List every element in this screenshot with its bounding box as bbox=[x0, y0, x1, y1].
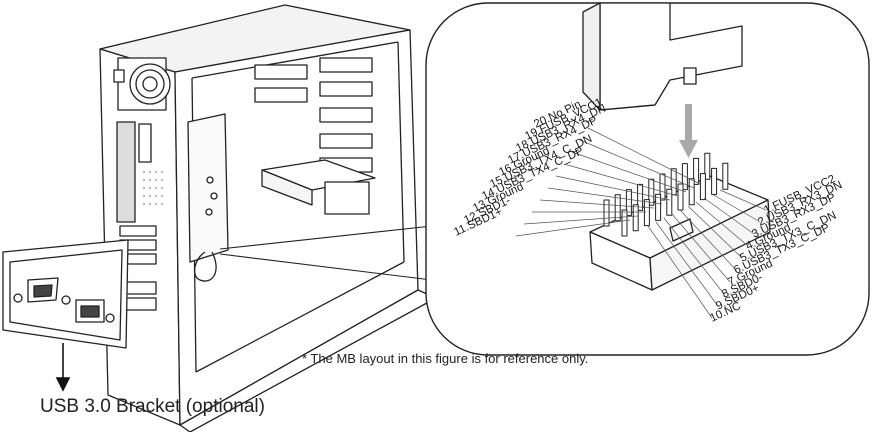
header-pin bbox=[603, 199, 610, 227]
bracket-caption: USB 3.0 Bracket (optional) bbox=[40, 396, 265, 417]
header-pin bbox=[621, 209, 628, 237]
header-pin bbox=[677, 183, 684, 211]
usb-bracket bbox=[2, 239, 129, 349]
down-arrow bbox=[55, 343, 71, 392]
reference-note: * The MB layout in this figure is for re… bbox=[302, 351, 589, 366]
header-pin bbox=[614, 194, 621, 222]
header-pin bbox=[637, 183, 644, 211]
pc-case bbox=[99, 4, 437, 433]
insert-arrow bbox=[679, 104, 698, 158]
header-pin bbox=[648, 178, 655, 206]
header-pin bbox=[655, 193, 662, 221]
header-pin bbox=[711, 167, 718, 195]
header-pin bbox=[693, 157, 700, 185]
header-pin bbox=[722, 162, 729, 190]
cable-plug bbox=[582, 2, 743, 111]
header-pin bbox=[625, 189, 632, 217]
header-pin bbox=[699, 173, 706, 201]
header-pin bbox=[632, 204, 639, 232]
header-pin bbox=[659, 173, 666, 201]
pin-leader-lines bbox=[515, 127, 767, 319]
header-pin bbox=[643, 199, 650, 227]
header-pin bbox=[688, 178, 695, 206]
callout-lines bbox=[219, 225, 433, 281]
header-pin bbox=[704, 152, 711, 180]
header-pin bbox=[666, 188, 673, 216]
